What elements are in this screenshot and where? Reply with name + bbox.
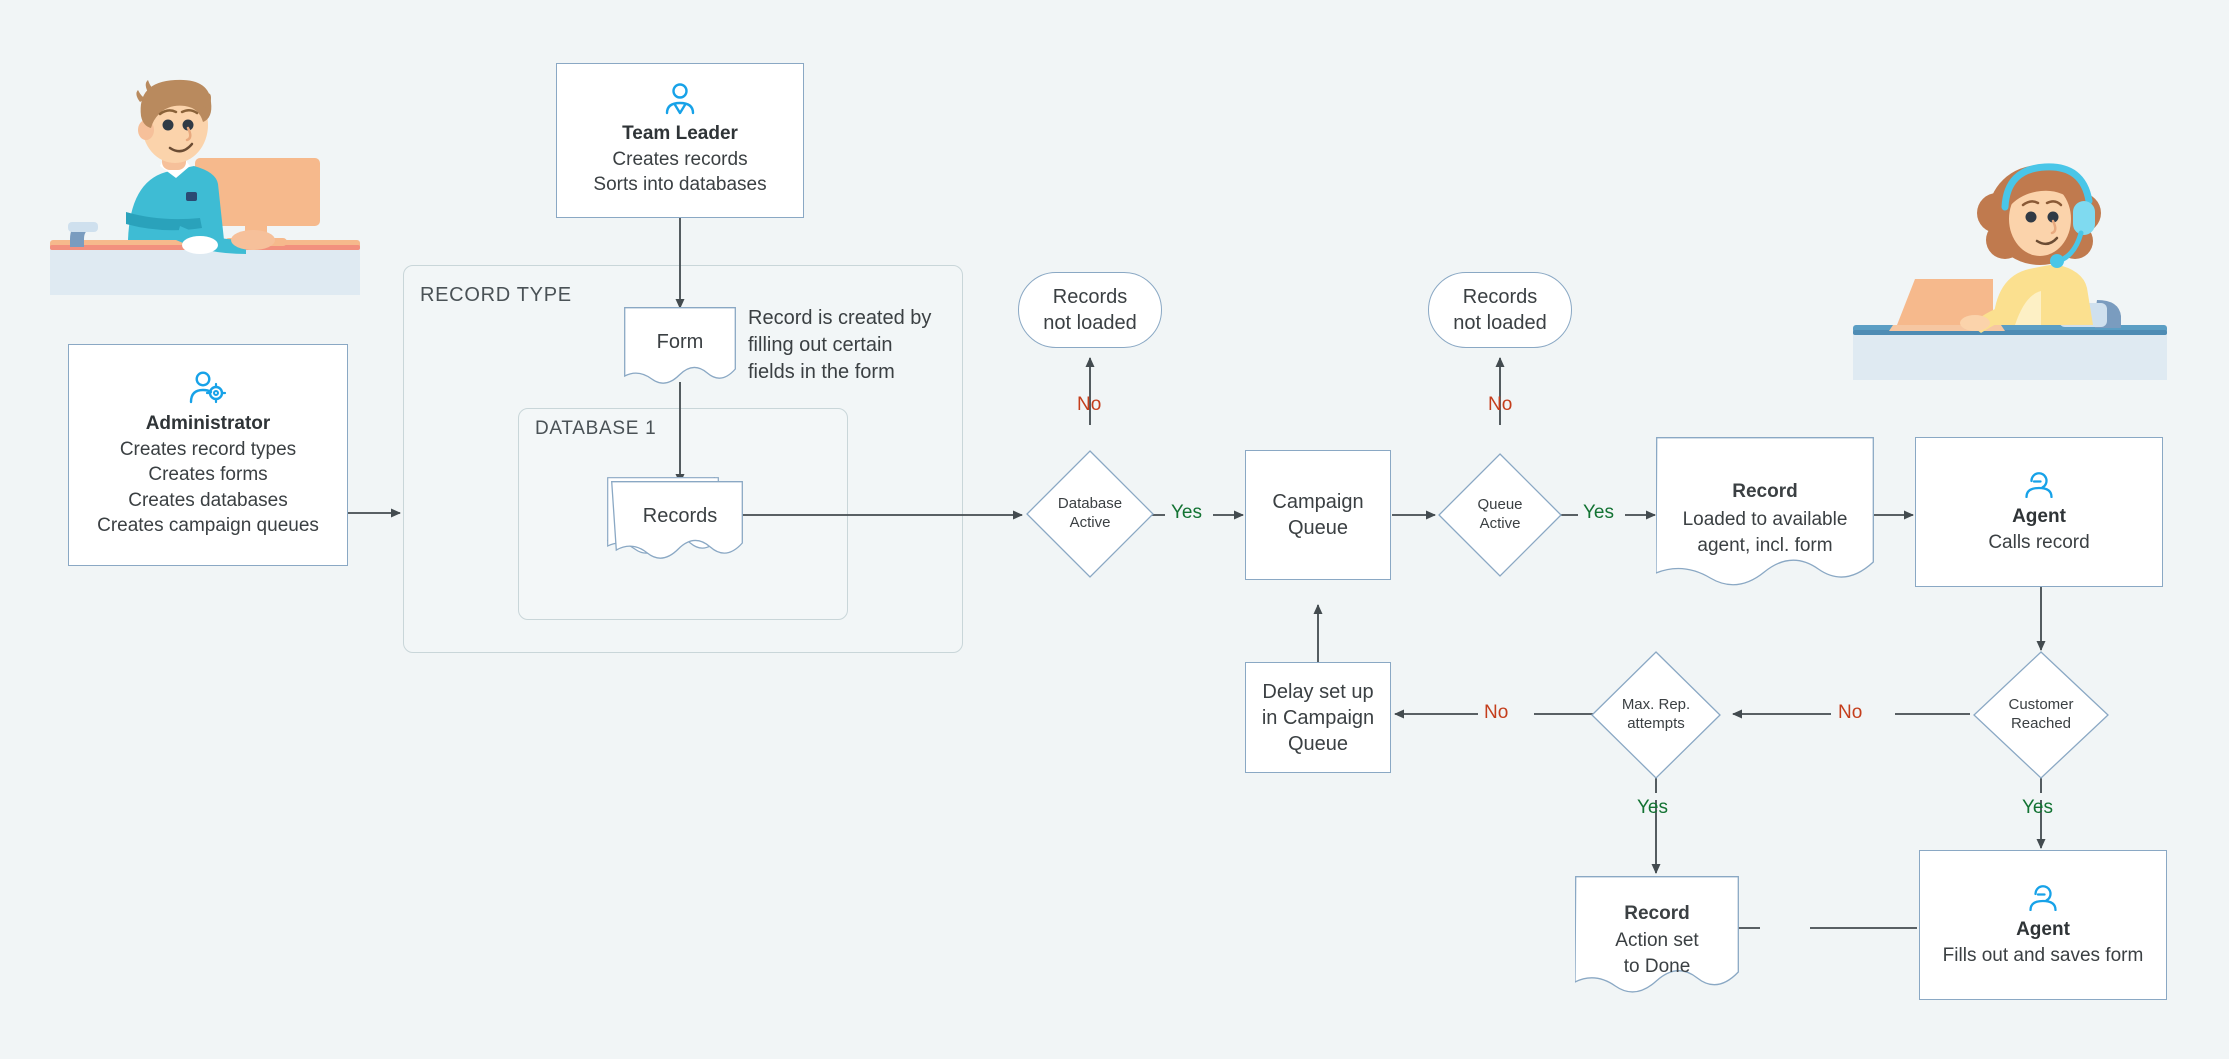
node-agent-fills-form[interactable]: Agent Fills out and saves form — [1919, 850, 2167, 1000]
node-title: Agent — [2012, 506, 2066, 528]
node-team-leader[interactable]: Team Leader Creates records Sorts into d… — [556, 63, 804, 218]
administrator-gear-icon — [189, 371, 227, 405]
form-annotation: Record is created by filling out certain… — [748, 307, 932, 383]
node-label: Records — [642, 505, 718, 527]
team-leader-icon — [663, 83, 697, 115]
node-delay-campaign-queue[interactable]: Delay set up in Campaign Queue — [1245, 662, 1391, 773]
edge-label-queue-active-no: No — [1488, 394, 1513, 415]
node-records-not-loaded-1[interactable]: Records not loaded — [1018, 272, 1162, 348]
edge-label-customer-reached-yes: Yes — [2022, 797, 2053, 818]
node-administrator[interactable]: Administrator Creates record types Creat… — [68, 344, 348, 566]
node-form[interactable]: Form — [624, 307, 736, 387]
node-records[interactable]: Records — [603, 473, 747, 569]
node-record-done[interactable]: Record Action set to Done — [1574, 876, 1739, 998]
node-subtitle: Fills out and saves form — [1942, 945, 2144, 966]
edge-label-max-rep-yes: Yes — [1637, 797, 1668, 818]
node-label: Database Active — [1057, 495, 1123, 531]
edge-label-queue-active-yes: Yes — [1583, 502, 1614, 523]
node-subtitle: Loaded to available agent, incl. form — [1682, 509, 1848, 556]
node-agent-calls-record[interactable]: Agent Calls record — [1915, 437, 2163, 587]
node-campaign-queue[interactable]: Campaign Queue — [1245, 450, 1391, 580]
node-subtitle: Action set to Done — [1615, 930, 1699, 977]
node-title: Team Leader — [622, 123, 738, 145]
admin-at-desktop-illustration — [40, 40, 370, 295]
agent-headset-icon — [2027, 881, 2059, 912]
agent-with-headset-illustration — [1845, 135, 2175, 380]
node-subtitle: Creates records Sorts into databases — [593, 148, 767, 196]
node-title: Agent — [2016, 919, 2070, 941]
edge-label-customer-reached-no: No — [1838, 702, 1863, 723]
node-database-active[interactable]: Database Active — [1025, 449, 1155, 579]
database-1-group-label: DATABASE 1 — [535, 418, 657, 439]
node-title: Record — [1732, 481, 1798, 502]
node-queue-active[interactable]: Queue Active — [1437, 452, 1563, 578]
node-customer-reached[interactable]: Customer Reached — [1972, 650, 2110, 780]
agent-headset-icon — [2023, 468, 2055, 499]
node-subtitle: Creates record types Creates forms Creat… — [97, 438, 319, 537]
node-label: Form — [656, 331, 704, 353]
node-record-loaded[interactable]: Record Loaded to available agent, incl. … — [1655, 437, 1874, 592]
node-label: Delay set up in Campaign Queue — [1261, 680, 1375, 755]
edge-label-database-active-yes: Yes — [1171, 502, 1202, 523]
node-label: Customer Reached — [2008, 696, 2074, 732]
node-max-rep-attempts[interactable]: Max. Rep. attempts — [1590, 650, 1722, 780]
edge-label-max-rep-no: No — [1484, 702, 1509, 723]
node-label: Campaign Queue — [1272, 491, 1364, 539]
node-label: Max. Rep. attempts — [1621, 696, 1691, 732]
record-type-group-label: RECORD TYPE — [420, 284, 572, 306]
node-subtitle: Calls record — [1988, 532, 2090, 553]
edge-label-database-active-no: No — [1077, 394, 1102, 415]
node-title: Administrator — [145, 412, 271, 434]
node-label: Queue Active — [1477, 496, 1523, 532]
node-records-not-loaded-2[interactable]: Records not loaded — [1428, 272, 1572, 348]
node-title: Record — [1624, 903, 1690, 924]
